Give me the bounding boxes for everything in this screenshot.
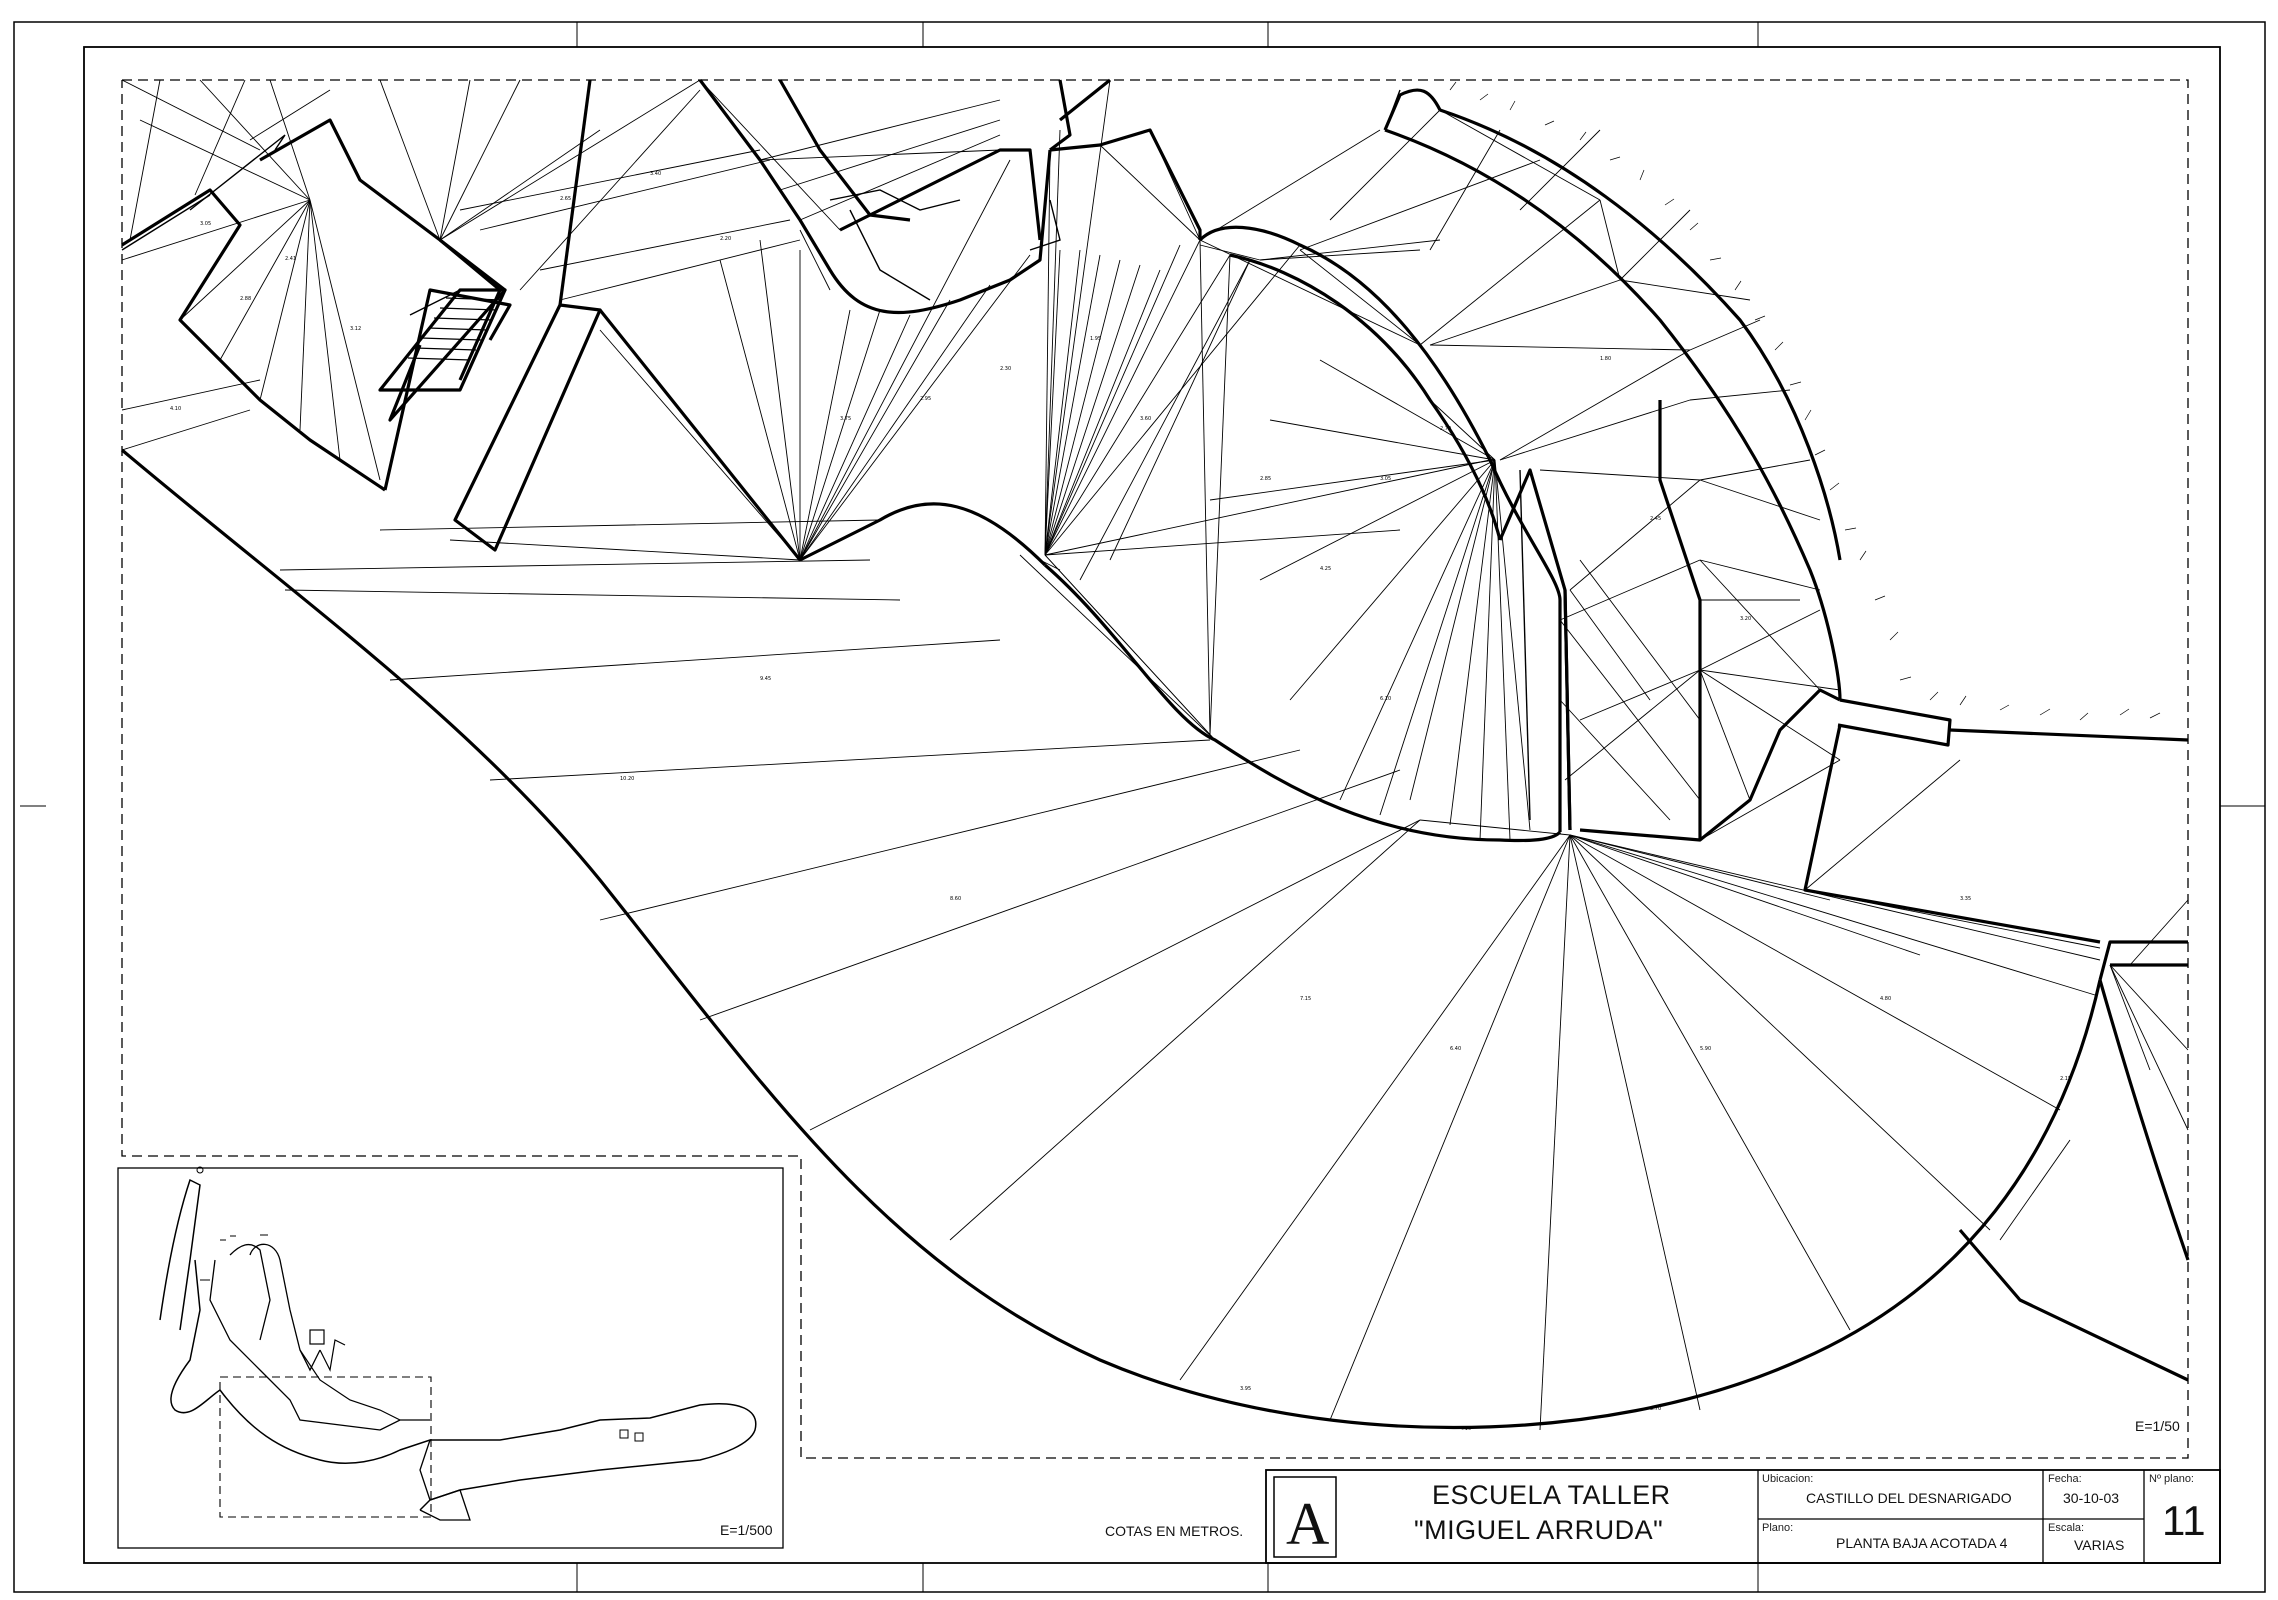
date-label: Fecha: — [2048, 1473, 2082, 1485]
svg-text:3.35: 3.35 — [1960, 896, 1971, 902]
svg-text:1.80: 1.80 — [1600, 356, 1611, 362]
drawing-frame — [121, 79, 2189, 1459]
svg-text:3.95: 3.95 — [1240, 1386, 1251, 1392]
dimension-lines — [121, 79, 2189, 1431]
svg-text:3.20: 3.20 — [1740, 616, 1751, 622]
svg-text:3.05: 3.05 — [200, 221, 211, 227]
svg-text:2.88: 2.88 — [240, 296, 251, 302]
svg-text:9.45: 9.45 — [760, 676, 771, 682]
svg-text:6.10: 6.10 — [1380, 696, 1391, 702]
plan-value: PLANTA BAJA ACOTADA 4 — [1836, 1535, 2008, 1551]
svg-text:3.05: 3.05 — [1380, 476, 1391, 482]
svg-text:3.70: 3.70 — [1650, 1406, 1661, 1412]
scale-label: Escala: — [2048, 1522, 2085, 1534]
svg-text:2.20: 2.20 — [720, 236, 731, 242]
svg-text:3.12: 3.12 — [350, 326, 361, 332]
svg-text:3.60: 3.60 — [1140, 416, 1151, 422]
svg-text:2.70: 2.70 — [1440, 426, 1451, 432]
logo-letter: A — [1286, 1491, 1330, 1557]
scale-value: VARIAS — [2074, 1537, 2125, 1553]
svg-text:10.20: 10.20 — [620, 776, 634, 782]
svg-text:4.25: 4.25 — [1320, 566, 1331, 572]
sheet-border — [13, 21, 2266, 1593]
svg-text:1.95: 1.95 — [1090, 336, 1101, 342]
sheet-number-label: Nº plano: — [2149, 1473, 2194, 1485]
stair-treads — [407, 297, 503, 361]
units-note: COTAS EN METROS. — [1105, 1523, 1244, 1539]
school-name-line2: "MIGUEL ARRUDA" — [1414, 1515, 1664, 1545]
school-name-line1: ESCUELA TALLER — [1432, 1480, 1671, 1510]
svg-text:2.30: 2.30 — [1000, 366, 1011, 372]
svg-text:3.40: 3.40 — [650, 171, 661, 177]
plan-label: Plano: — [1762, 1522, 1794, 1534]
svg-text:2.41: 2.41 — [285, 256, 296, 262]
svg-text:7.15: 7.15 — [1300, 996, 1311, 1002]
svg-text:6.40: 6.40 — [1450, 1046, 1461, 1052]
svg-text:5.90: 5.90 — [1700, 1046, 1711, 1052]
svg-text:2.65: 2.65 — [560, 196, 571, 202]
location-label: Ubicacion: — [1762, 1473, 1814, 1485]
svg-text:2.95: 2.95 — [920, 396, 931, 402]
svg-text:4.10: 4.10 — [170, 406, 181, 412]
svg-text:8.60: 8.60 — [950, 896, 961, 902]
dimension-values: 3.05 2.88 2.41 3.12 4.10 2.65 3.40 2.20 3.75 2… — [170, 171, 2071, 1432]
date-value: 30-10-03 — [2063, 1490, 2120, 1506]
sheet-number: 11 — [2162, 1497, 2206, 1544]
key-plan-inset — [117, 1166, 784, 1549]
svg-text:4.80: 4.80 — [1880, 996, 1891, 1002]
plan-secondary-walls — [121, 89, 1531, 821]
rock-edge — [1449, 81, 2161, 721]
svg-text:2.45: 2.45 — [1650, 516, 1661, 522]
svg-text:2.85: 2.85 — [1260, 476, 1271, 482]
key-plan-scale-label: E=1/500 — [720, 1522, 773, 1538]
title-block-frame — [1265, 1469, 2221, 1564]
svg-text:4.10: 4.10 — [1460, 1426, 1471, 1432]
svg-text:3.75: 3.75 — [840, 416, 851, 422]
svg-text:2.15: 2.15 — [2060, 1076, 2071, 1082]
main-scale-label: E=1/50 — [2135, 1418, 2180, 1434]
location-value: CASTILLO DEL DESNARIGADO — [1806, 1490, 2012, 1506]
